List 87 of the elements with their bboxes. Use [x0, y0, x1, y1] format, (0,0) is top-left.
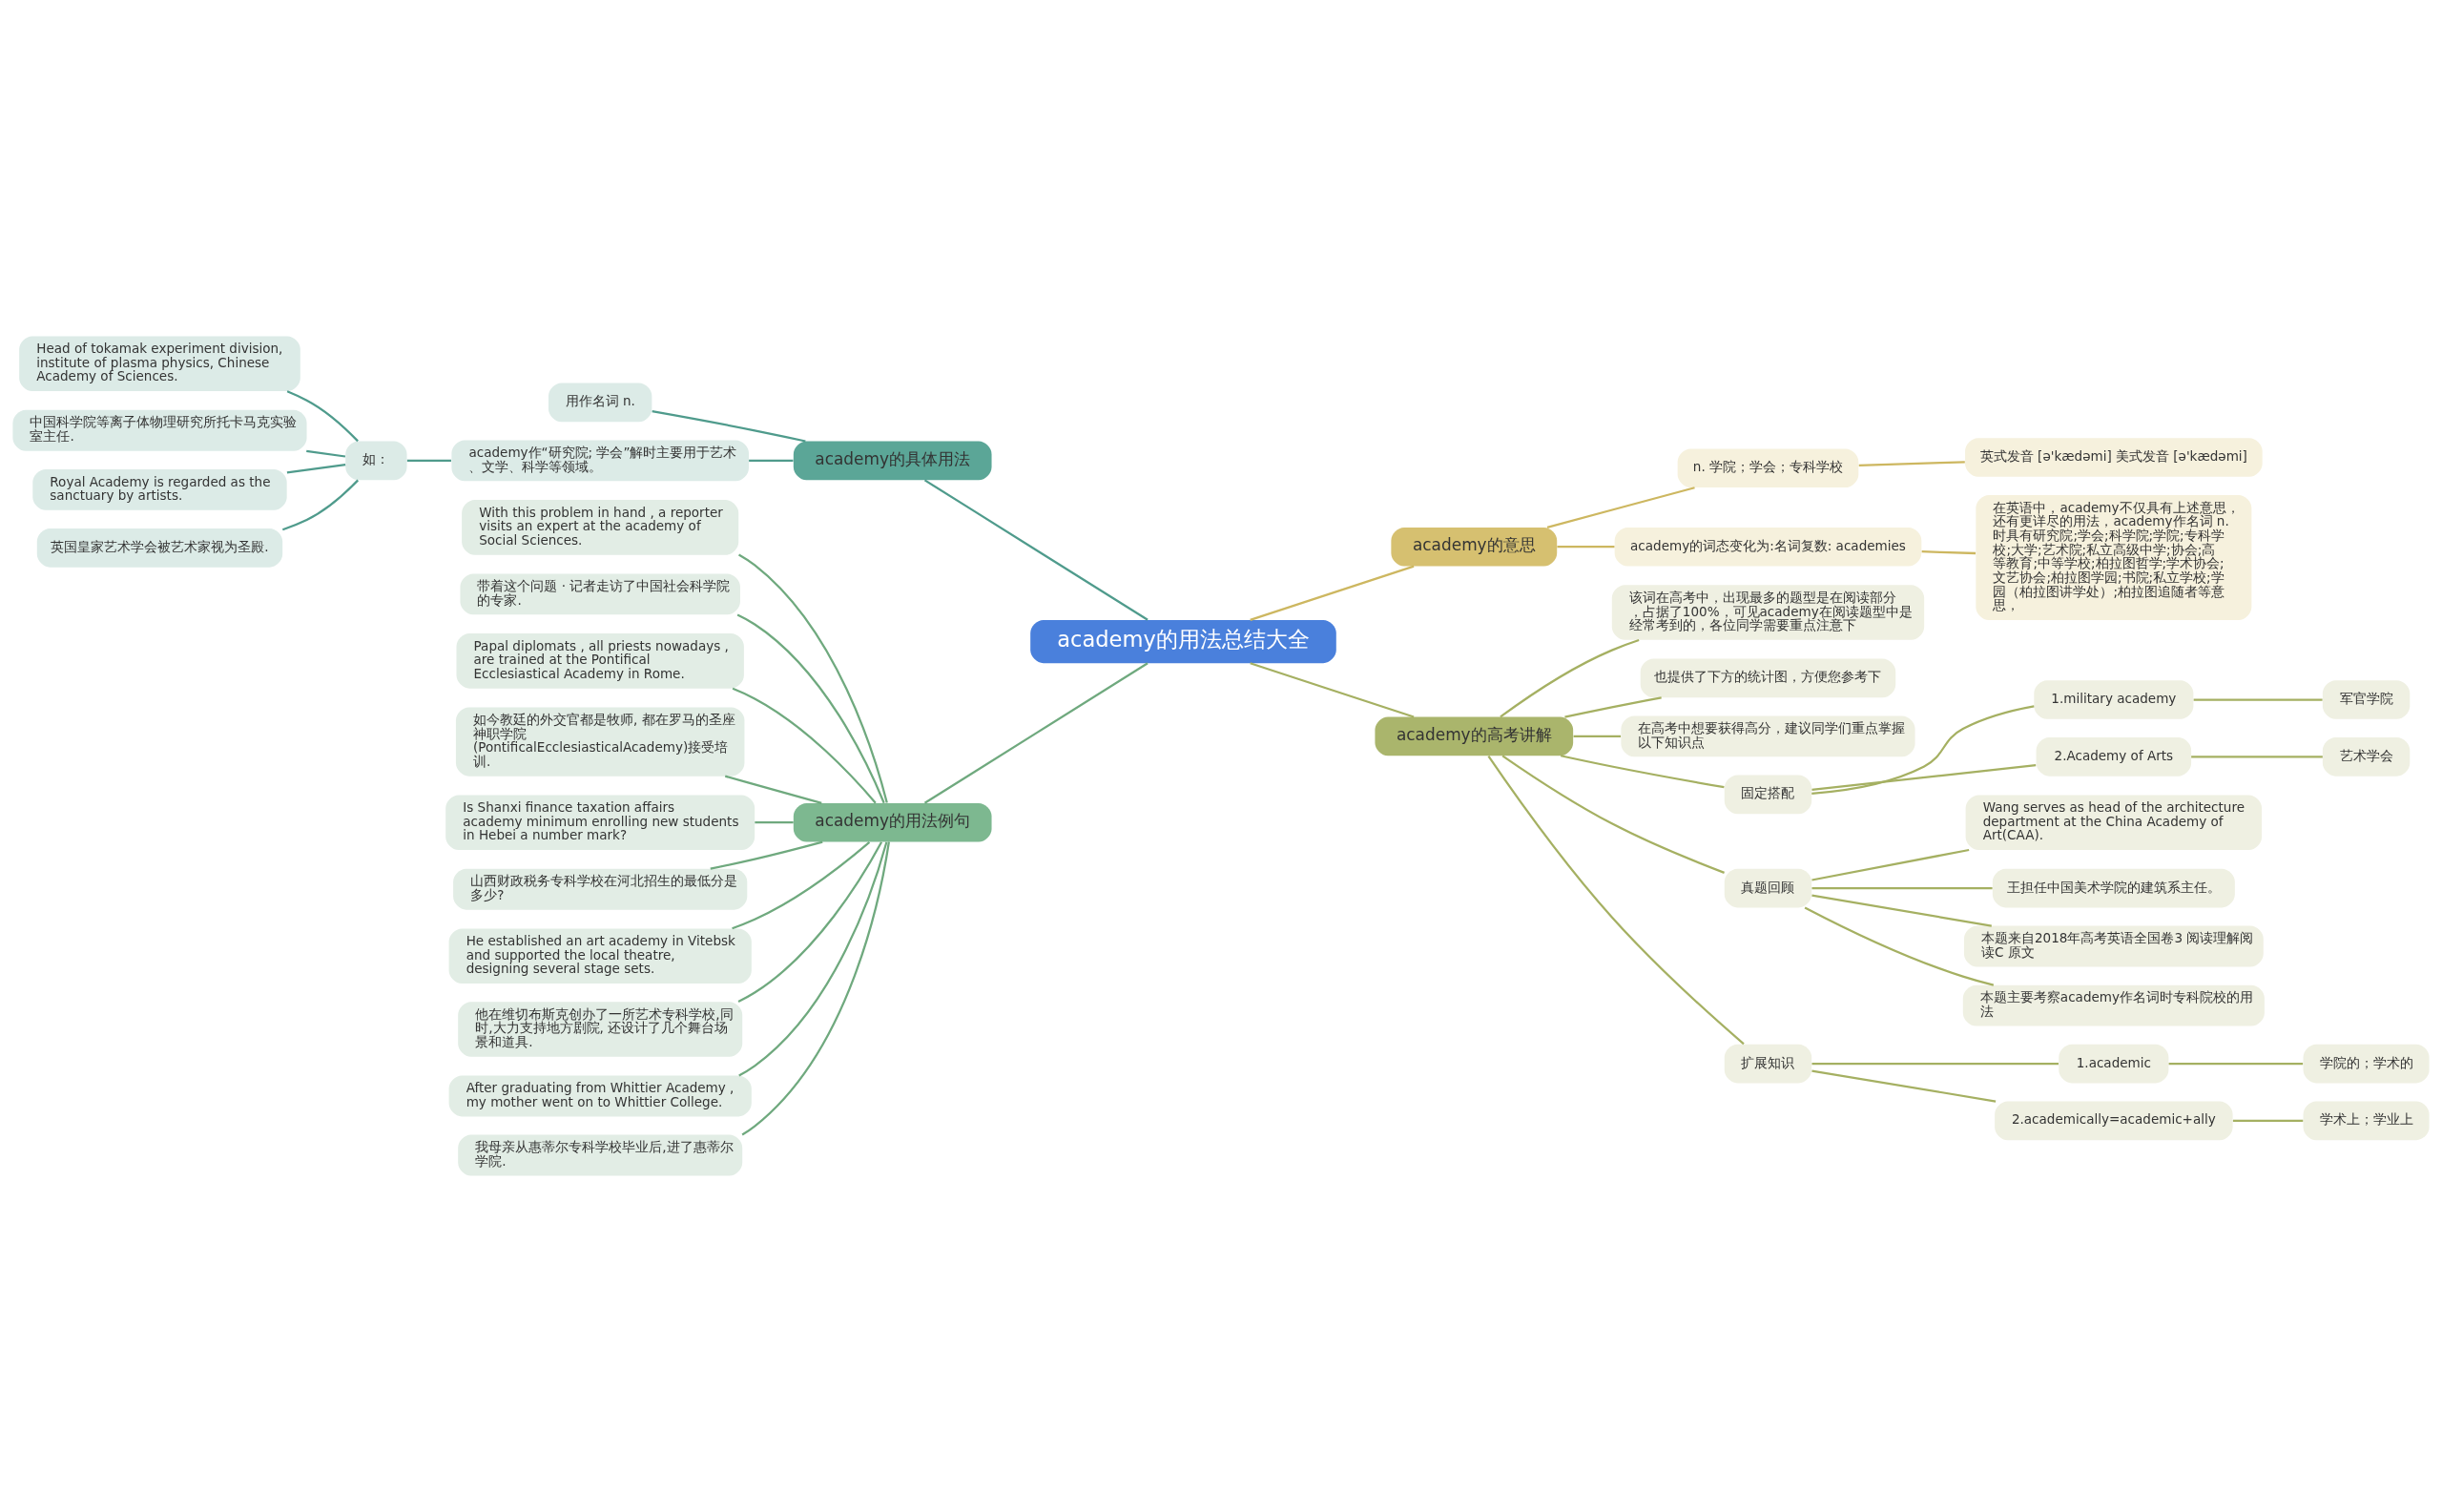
- node-box: 如：: [345, 441, 407, 481]
- node-box: 用作名词 n.: [548, 383, 652, 423]
- connector: [1546, 487, 1695, 528]
- node-box: 王担任中国美术学院的建筑系主任。: [1992, 868, 2235, 908]
- connector: [1500, 638, 1640, 718]
- node-box: 英国皇家艺术学会被艺术家视为圣殿.: [36, 528, 283, 568]
- connector: [1573, 735, 1622, 738]
- connector: [1560, 755, 1725, 789]
- node-box: 扩展知识: [1724, 1044, 1812, 1084]
- node-box: 中国科学院等离子体物理研究所托卡马克实验室主任.: [12, 409, 307, 451]
- connector: [1811, 894, 1992, 927]
- node-box: 我母亲从惠蒂尔专科学校毕业后,进了惠蒂尔学院.: [458, 1134, 743, 1176]
- node-box: Is Shanxi finance taxation affairs academy minimum enrolling new students in Hebei a number mark?: [445, 795, 755, 850]
- connector: [710, 840, 823, 870]
- node-box: 真题回顾: [1724, 868, 1812, 908]
- connector: [1811, 886, 1993, 890]
- node-box: 固定搭配: [1724, 775, 1812, 815]
- node-box: Royal Academy is regarded as the sanctuary by artists.: [32, 468, 287, 510]
- node-box: 他在维切布斯克创办了一所艺术专科学校,同时,大力支持地方剧院, 还设计了几个舞台场景和道具.: [458, 1002, 743, 1057]
- connector: [2168, 1062, 2304, 1066]
- connector: [306, 449, 346, 458]
- node-box: academy的用法例句: [793, 802, 992, 842]
- node-box: 该词在高考中，出现最多的题型是在阅读部分，占据了100%，可见academy在阅读题型中是经常考到的，各位同学需要重点注意下: [1611, 585, 1925, 640]
- node-box: n. 学院；学会；专科学校: [1677, 448, 1859, 488]
- node-box: Papal diplomats , all priests nowadays , are trained at the Pontifical Ecclesiastical Academy in Rome.: [456, 633, 744, 689]
- connector: [738, 841, 888, 1077]
- connector: [1250, 662, 1415, 718]
- node-box: academy作“研究院; 学会”解时主要用于艺术、文学、科学等领域。: [451, 440, 749, 482]
- node-box: 学院的；学术的: [2303, 1044, 2430, 1084]
- node-box: 如今教廷的外交官都是牧师, 都在罗马的圣座神职学院(PontificalEcclesiasticalAcademy)接受培训.: [455, 707, 745, 777]
- connector: [1921, 550, 1976, 555]
- node-box: 也提供了下方的统计图，方便您参考下: [1640, 658, 1896, 698]
- connector: [1811, 705, 2035, 795]
- node-box: 2.academically=academic+ally: [1995, 1101, 2233, 1141]
- node-box: Head of tokamak experiment division, institute of plasma physics, Chinese Academy of Sciences.: [19, 336, 300, 392]
- node-box: With this problem in hand , a reporter visits an expert at the academy of Social Sciences.: [462, 500, 739, 555]
- node-box: 在英语中，academy不仅具有上述意思，还有更详尽的用法，academy作名词 n. 时具有研究院;学会;科学院;学院;专科学校;大学;艺术院;私立高级中学;协会;高等教育;中等学校;柏拉图哲学;学术协会;文艺协会;柏拉图学园;书院;私立学校;学园（柏拉图讲学处）;柏拉图追随者等意思，: [1976, 495, 2252, 620]
- connector: [406, 459, 451, 463]
- node-box: 艺术学会: [2322, 737, 2411, 777]
- connector: [1811, 764, 2037, 792]
- connector: [2191, 756, 2323, 758]
- node-box: 本题主要考察academy作名词时专科院校的用法: [1962, 984, 2265, 1026]
- node-box: 军官学院: [2322, 680, 2411, 719]
- node-box: academy的词态变化为:名词复数: academies: [1614, 527, 1922, 567]
- connector: [1804, 906, 1995, 986]
- connector: [2193, 698, 2323, 701]
- node-box: He established an art academy in Vitebsk and supported the local theatre, designing several stage sets.: [448, 928, 752, 984]
- node-box: academy的具体用法: [793, 441, 992, 481]
- connector: [923, 479, 1149, 621]
- connector: [1501, 755, 1725, 874]
- connector: [1487, 756, 1745, 1046]
- connector: [737, 841, 883, 1004]
- node-box: academy的意思: [1391, 527, 1558, 567]
- node-box: 本题来自2018年高考英语全国卷3 阅读理解阅读C 原文: [1963, 925, 2264, 967]
- node-box: 带着这个问题 · 记者走访了中国社会科学院的专家.: [460, 573, 740, 615]
- node-box: 在高考中想要获得高分，建议同学们重点掌握以下知识点: [1621, 715, 1915, 757]
- connector: [724, 775, 822, 804]
- node-box: 英式发音 [ə'kædəmi] 美式发音 [ə'kædəmi]: [1965, 438, 2263, 477]
- connector: [738, 553, 888, 803]
- node-box: 学术上；学业上: [2303, 1101, 2430, 1141]
- connector: [281, 479, 360, 531]
- node-box: 1.academic: [2059, 1044, 2169, 1084]
- connector: [652, 410, 806, 443]
- node-box: academy的用法总结大全: [1030, 620, 1336, 664]
- connector: [286, 390, 359, 443]
- connector: [1250, 565, 1415, 621]
- node-box: After graduating from Whittier Academy , my mother went on to Whittier College.: [448, 1075, 752, 1117]
- connector: [286, 464, 346, 474]
- node-box: Wang serves as head of the architecture department at the China Academy of Art(CAA).: [1965, 795, 2263, 850]
- connector: [1564, 696, 1662, 718]
- connector: [1811, 1062, 2059, 1066]
- node-box: 山西财政税务专科学校在河北招生的最低分是多少?: [453, 868, 748, 910]
- connector: [732, 687, 877, 804]
- connector: [741, 841, 890, 1136]
- connector: [755, 821, 794, 824]
- node-box: 2.Academy of Arts: [2036, 737, 2192, 777]
- connector: [732, 841, 871, 930]
- connector: [1811, 1069, 1997, 1103]
- connector: [736, 613, 885, 804]
- connector: [1858, 461, 1965, 466]
- node-box: academy的高考讲解: [1375, 716, 1574, 756]
- connector: [1811, 848, 1970, 881]
- connector: [2232, 1119, 2304, 1123]
- connector: [923, 662, 1149, 804]
- connector: [1557, 546, 1615, 549]
- connector: [749, 459, 794, 463]
- node-box: 1.military academy: [2034, 680, 2194, 719]
